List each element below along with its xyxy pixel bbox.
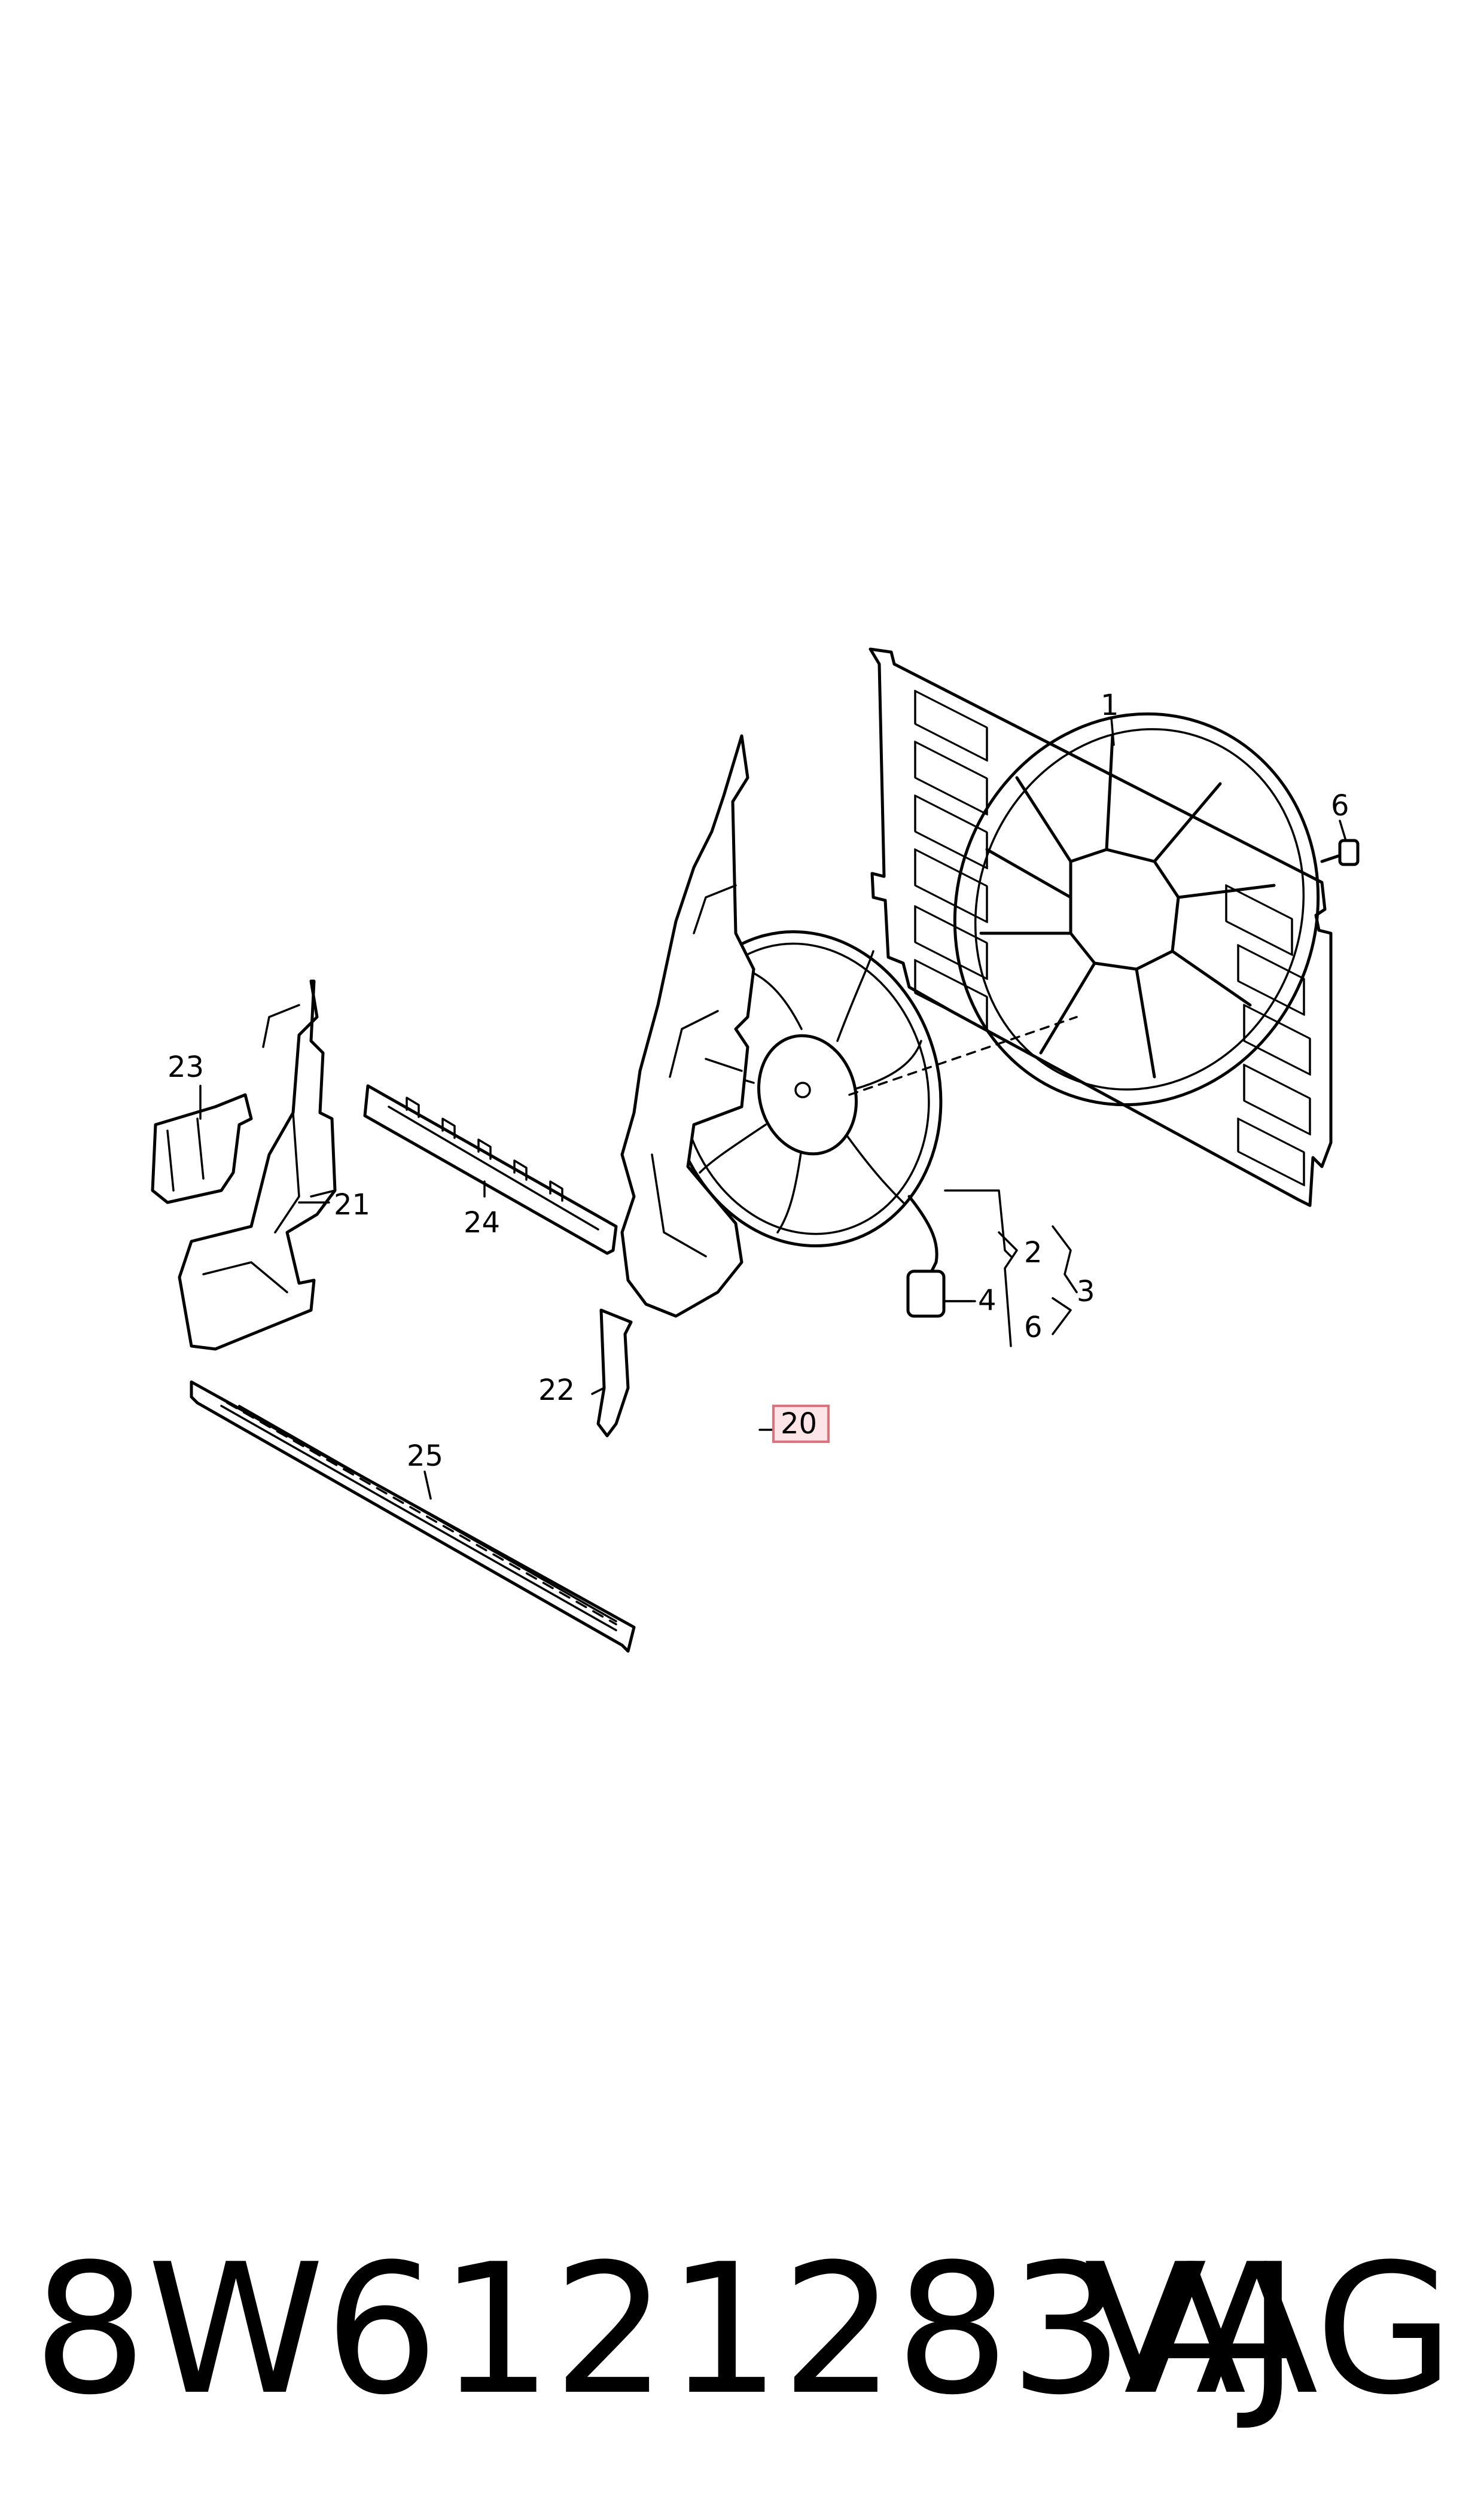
callout-20-highlight bbox=[772, 1405, 830, 1443]
group-brackets bbox=[944, 1189, 1078, 1347]
callout-1: 1 bbox=[1101, 689, 1119, 722]
callout-4: 4 bbox=[978, 1284, 997, 1317]
part-number: 8W6121283AJ bbox=[33, 2225, 1300, 2434]
callout-23: 23 bbox=[167, 1051, 204, 1084]
right-air-duct bbox=[620, 734, 755, 1318]
callout-6-top: 6 bbox=[1331, 789, 1349, 823]
callout-3: 3 bbox=[1077, 1275, 1095, 1308]
upper-strip bbox=[363, 1084, 618, 1255]
left-air-duct bbox=[178, 979, 337, 1351]
screw bbox=[1320, 839, 1360, 866]
callout-25: 25 bbox=[407, 1439, 443, 1473]
exploded-parts-diagram: 1 6 2 3 4 6 20 21 22 23 24 25 bbox=[151, 647, 1360, 1653]
callout-20: 20 bbox=[781, 1407, 817, 1441]
fan-shroud-frame bbox=[869, 647, 1333, 1207]
callout-6-bracket: 6 bbox=[1024, 1311, 1043, 1344]
callout-22: 22 bbox=[538, 1374, 575, 1407]
lower-strip bbox=[190, 1380, 636, 1653]
brand-name: VAG bbox=[1084, 2225, 1454, 2434]
connector bbox=[906, 1269, 946, 1318]
callout-24: 24 bbox=[464, 1206, 500, 1240]
callout-2: 2 bbox=[1024, 1236, 1043, 1269]
left-bracket-small bbox=[151, 1093, 253, 1204]
center-bracket-small bbox=[596, 1308, 633, 1438]
callout-21: 21 bbox=[334, 1188, 370, 1222]
